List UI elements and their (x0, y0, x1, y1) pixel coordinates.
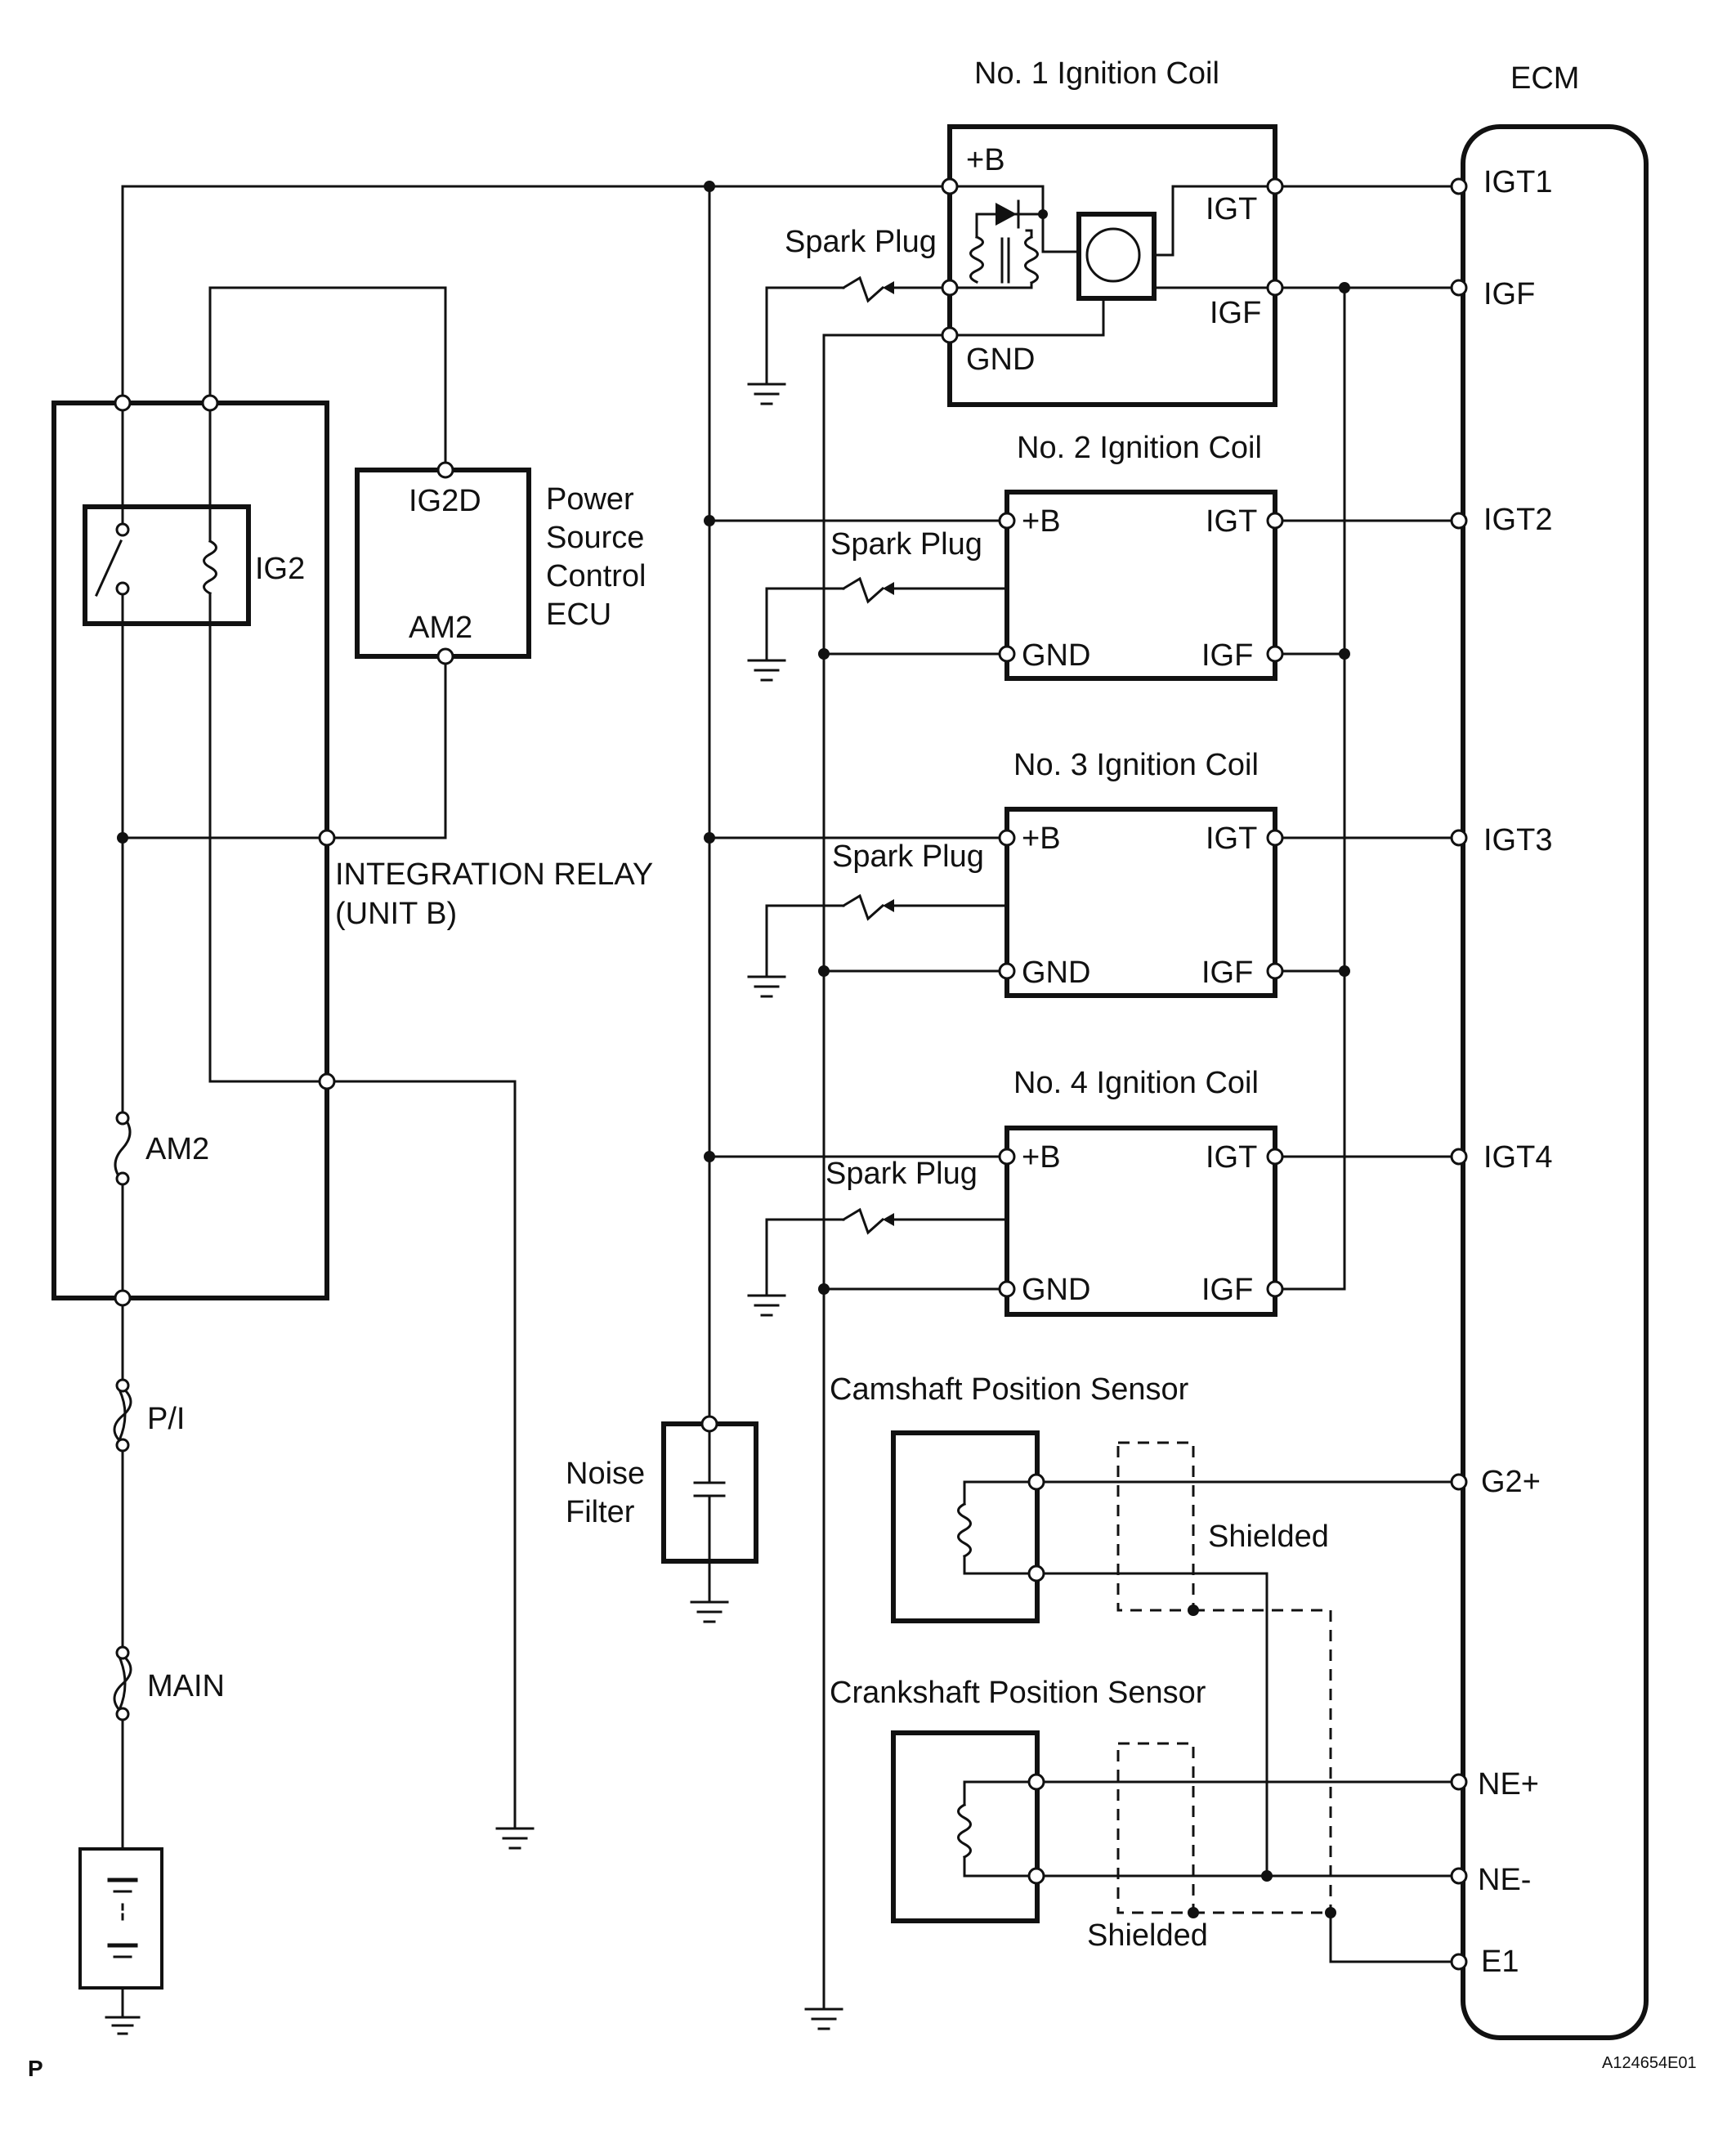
shield-label-2: Shielded (1087, 1918, 1208, 1953)
coil-3-title: No. 3 Ignition Coil (1013, 748, 1259, 782)
ignition-coil-4: No. 4 Ignition Coil +B IGT GND IGF Spark… (825, 1066, 1284, 1317)
ecm-pin-nem: NE- (1478, 1863, 1531, 1897)
spark-plug-3 (747, 893, 1009, 998)
ecu-name-2: Source (546, 521, 644, 555)
coil-3-gnd: GND (1022, 956, 1090, 990)
ecm-title: ECM (1510, 61, 1579, 96)
cam-sensor-title: Camshaft Position Sensor (830, 1372, 1189, 1407)
ig2-switch-blade (95, 539, 123, 597)
coil-2-b: +B (1022, 504, 1061, 539)
coil-3-plug: Spark Plug (832, 839, 984, 874)
diode-symbol (996, 203, 1017, 226)
main-fuse-symbol (113, 1653, 132, 1716)
noise-filter-line2: Filter (566, 1495, 635, 1529)
ignition-coil-1: No. 1 Ignition Coil +B IGT IGF GND Spark… (785, 56, 1284, 407)
ig2d-label: IG2D (409, 484, 481, 518)
corner-left-label: P (28, 2056, 43, 2081)
corner-right-label: A124654E01 (1602, 2054, 1697, 2072)
coil-2-plug: Spark Plug (830, 527, 982, 562)
ig2-relay-box (83, 504, 251, 626)
coil-2-igt: IGT (1206, 504, 1257, 539)
spark-plug-1 (765, 275, 944, 386)
coil-1-title: No. 1 Ignition Coil (974, 56, 1219, 91)
coil-4-gnd: GND (1022, 1273, 1090, 1307)
ground-symbol-battery (105, 2016, 141, 2035)
coil-4-plug: Spark Plug (825, 1157, 978, 1191)
ig2-switch-contact-top (115, 522, 130, 537)
ecm-block (1461, 124, 1649, 2040)
battery-box (78, 1847, 163, 1990)
ecm-pin-e1: E1 (1481, 1945, 1519, 1979)
crank-sensor-box (891, 1730, 1040, 1923)
ignition-coil-2: No. 2 Ignition Coil +B IGT GND IGF Spark… (830, 431, 1284, 681)
crank-sensor-title: Crankshaft Position Sensor (830, 1676, 1206, 1710)
ig2-coil-symbol (203, 539, 217, 596)
coil-3-igt: IGT (1206, 821, 1257, 856)
coil-2-gnd: GND (1022, 638, 1090, 673)
ecm-pin-igt2: IGT2 (1483, 503, 1552, 537)
coil-4-igf: IGF (1201, 1273, 1253, 1307)
main-fuse-label: MAIN (147, 1669, 225, 1703)
pi-fuse-label: P/I (147, 1402, 185, 1436)
integration-relay-box (51, 401, 329, 1300)
ecm-pin-igt3: IGT3 (1483, 823, 1552, 857)
coil-1-igt: IGT (1206, 192, 1257, 226)
coil-2-igf: IGF (1201, 638, 1253, 673)
am2-fuse-symbol (114, 1113, 132, 1184)
ecm-pin-igf: IGF (1483, 277, 1535, 311)
crank-sensor-coil (957, 1802, 972, 1860)
relay-name-line2: (UNIT B) (335, 897, 457, 931)
coil-3-b: +B (1022, 821, 1061, 856)
ecm-pin-igt4: IGT4 (1483, 1140, 1552, 1175)
am2-fuse-label: AM2 (145, 1132, 209, 1166)
ground-symbol-noise-filter (690, 1600, 729, 1623)
coil-4-b: +B (1022, 1140, 1061, 1175)
ecm-pin-igt1: IGT1 (1483, 165, 1552, 199)
ecu-am2-label: AM2 (409, 611, 472, 645)
spark-plug-4 (747, 1207, 1009, 1317)
ecu-name-4: ECU (546, 598, 611, 632)
shield-label-1: Shielded (1208, 1520, 1329, 1554)
cam-shield (1116, 1441, 1195, 1612)
coil-3-igf: IGF (1201, 956, 1253, 990)
coil-4-igt: IGT (1206, 1140, 1257, 1175)
ecm-pin-nep: NE+ (1478, 1767, 1539, 1802)
ig2-label: IG2 (255, 552, 305, 586)
ecu-name-1: Power (546, 482, 634, 517)
pi-fuse-symbol (113, 1385, 132, 1446)
igniter-box (1076, 212, 1157, 301)
ignition-coil-3: No. 3 Ignition Coil +B IGT GND IGF Spark… (832, 748, 1284, 998)
ground-symbol-gnd-bus (804, 2008, 843, 2030)
ecu-name-3: Control (546, 559, 647, 593)
coil-1-gnd: GND (966, 342, 1035, 377)
coil-1-igf: IGF (1210, 296, 1261, 330)
cam-sensor-box (891, 1430, 1040, 1623)
crank-shield (1116, 1742, 1195, 1914)
ecm-pin-g2p: G2+ (1481, 1465, 1541, 1499)
ground-symbol-plug-1 (747, 383, 786, 405)
ground-symbol-relay (495, 1827, 535, 1850)
ig2-switch-contact-bottom (115, 581, 130, 596)
relay-name-line1: INTEGRATION RELAY (335, 857, 653, 892)
coil-1-plug: Spark Plug (785, 225, 937, 259)
noise-filter-line1: Noise (566, 1457, 645, 1491)
coil-2-title: No. 2 Ignition Coil (1017, 431, 1262, 465)
coil-1-b: +B (966, 143, 1005, 177)
spark-plug-2 (747, 576, 1009, 682)
cam-sensor-coil (957, 1502, 972, 1559)
coil-4-title: No. 4 Ignition Coil (1013, 1066, 1259, 1100)
